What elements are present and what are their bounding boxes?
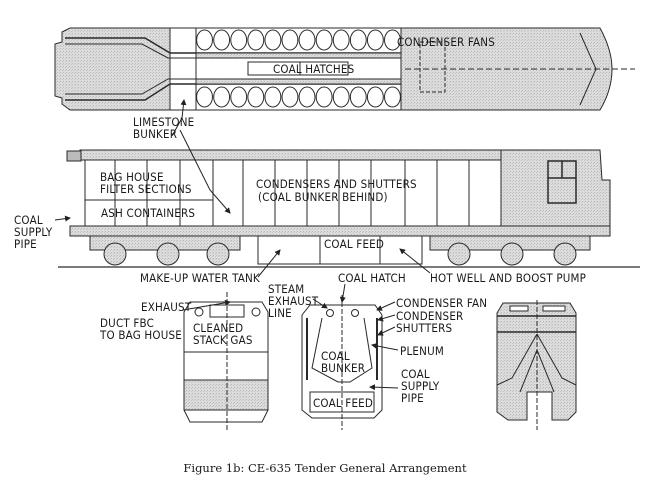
label-condensers-1: CONDENSERS AND SHUTTERS: [256, 177, 417, 191]
figure-caption: Figure 1b: CE-635 Tender General Arrange…: [183, 461, 467, 475]
label-section-coal-supply-3: PIPE: [401, 391, 424, 405]
front-truck: [89, 235, 241, 266]
label-coal-supply-2: SUPPLY: [14, 225, 53, 239]
label-hot-well: HOT WELL AND BOOST PUMP: [430, 271, 587, 285]
label-condenser-fans: CONDENSER FANS: [397, 35, 496, 49]
label-condenser-fan: CONDENSER FAN: [396, 296, 488, 310]
rear-truck: [429, 235, 591, 266]
side-roof: [79, 149, 556, 161]
label-coal-hatches: COAL HATCHES: [273, 62, 355, 76]
label-limestone-2: BUNKER: [133, 127, 178, 141]
side-limestone-bunker: [212, 159, 244, 227]
label-limestone-1: LIMESTONE: [133, 115, 195, 129]
label-plenum: PLENUM: [400, 344, 444, 358]
label-section-coal-supply-2: SUPPLY: [401, 379, 440, 393]
label-section-coal-supply-1: COAL: [401, 367, 430, 381]
condenser-fan: [315, 86, 333, 108]
label-condenser: CONDENSER: [396, 309, 464, 323]
condenser-fan: [264, 86, 282, 108]
condenser-fan: [366, 29, 384, 51]
condenser-fans-top-row: [196, 29, 401, 51]
label-coal-bunker-1: COAL: [321, 349, 350, 363]
leader-lines: [54, 99, 431, 391]
label-section-coal-feed: COAL FEED: [313, 396, 374, 410]
label-coal-supply-1: COAL: [14, 213, 43, 227]
condenser-fan: [247, 86, 265, 108]
front-end-view: [496, 300, 577, 430]
plan-limestone-bunker: [169, 27, 197, 111]
label-ash-containers: ASH CONTAINERS: [101, 206, 196, 220]
condenser-fan: [332, 86, 350, 108]
condenser-fan: [384, 29, 401, 51]
side-makeup-tank: [257, 235, 321, 265]
side-bag-house: [84, 159, 214, 201]
condenser-fan: [230, 86, 248, 108]
side-frame: [69, 225, 611, 237]
label-exhaust: EXHAUST: [141, 300, 192, 314]
label-steam-3: LINE: [268, 306, 292, 320]
label-condensers-2: (COAL BUNKER BEHIND): [258, 190, 388, 204]
condenser-fan: [366, 86, 384, 108]
condenser-fan: [264, 29, 282, 51]
label-coal-feed: COAL FEED: [324, 237, 385, 251]
condenser-fan: [349, 29, 367, 51]
plan-bag-house-end: [54, 27, 171, 111]
condenser-fans-bottom-row: [196, 86, 401, 108]
condenser-fan: [315, 29, 333, 51]
condenser-fan: [213, 86, 231, 108]
label-coal-bunker-2: BUNKER: [321, 361, 366, 375]
label-bag-house-1: BAG HOUSE: [100, 170, 164, 184]
condenser-fan: [349, 86, 367, 108]
condenser-fan: [281, 29, 299, 51]
label-coal-hatch: COAL HATCH: [338, 271, 406, 285]
condenser-fan: [298, 86, 316, 108]
condenser-fan: [298, 29, 316, 51]
rear-end-view: [183, 292, 269, 430]
label-bag-house-2: FILTER SECTIONS: [100, 182, 192, 196]
condenser-fan: [247, 29, 265, 51]
condenser-fan: [196, 86, 213, 108]
label-steam-2: EXHAUST: [268, 294, 319, 308]
label-shutters: SHUTTERS: [396, 321, 453, 335]
condenser-fan: [196, 29, 213, 51]
plan-view: [54, 27, 635, 111]
label-steam-1: STEAM: [268, 282, 305, 296]
condenser-fan: [213, 29, 231, 51]
label-duct-2: TO BAG HOUSE: [100, 328, 183, 342]
label-cleaned-2: STACK GAS: [193, 333, 253, 347]
condenser-fan: [384, 86, 401, 108]
section-coal-feed-box: [309, 391, 375, 413]
condenser-fan: [230, 29, 248, 51]
label-coal-supply-3: PIPE: [14, 237, 37, 251]
condenser-fan: [281, 86, 299, 108]
condenser-fan: [332, 29, 350, 51]
plan-coal-hatches-box: [247, 61, 349, 76]
label-duct-1: DUCT FBC: [100, 316, 155, 330]
label-makeup-tank: MAKE-UP WATER TANK: [140, 271, 260, 285]
label-cleaned-1: CLEANED: [193, 321, 244, 335]
